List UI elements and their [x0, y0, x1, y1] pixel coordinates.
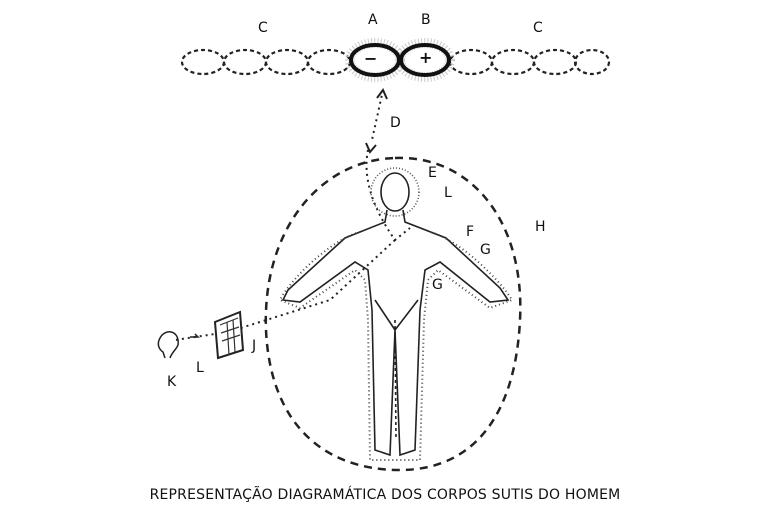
label-b: B — [421, 12, 431, 28]
label-c-right: C — [533, 20, 543, 36]
label-l-head: L — [444, 185, 452, 201]
label-d: D — [390, 115, 401, 131]
label-l-left: L — [196, 360, 204, 376]
diagram-caption: REPRESENTAÇÃO DIAGRAMÁTICA DOS CORPOS SU… — [149, 487, 621, 503]
device-j — [213, 310, 245, 360]
label-f: F — [466, 224, 475, 240]
cord-to-device — [174, 239, 396, 341]
head-k — [157, 331, 179, 359]
label-e: E — [428, 165, 437, 181]
label-g-torso: G — [432, 277, 443, 293]
label-j: J — [252, 338, 257, 354]
arrowheads-d — [365, 88, 388, 154]
chain-right — [448, 48, 611, 76]
label-k: K — [167, 374, 177, 390]
central-figure-eight — [345, 38, 455, 82]
minus-sign: − — [364, 49, 378, 68]
label-g-arm: G — [480, 242, 491, 258]
plus-sign: + — [419, 48, 433, 67]
arrow-l-left — [190, 333, 200, 338]
label-h: H — [535, 219, 546, 235]
human-figure — [278, 167, 514, 461]
cord-d — [365, 89, 411, 242]
label-c-left: C — [258, 20, 268, 36]
aura-ellipse-h — [264, 156, 522, 472]
chain-left — [180, 48, 352, 76]
label-a: A — [368, 12, 378, 28]
